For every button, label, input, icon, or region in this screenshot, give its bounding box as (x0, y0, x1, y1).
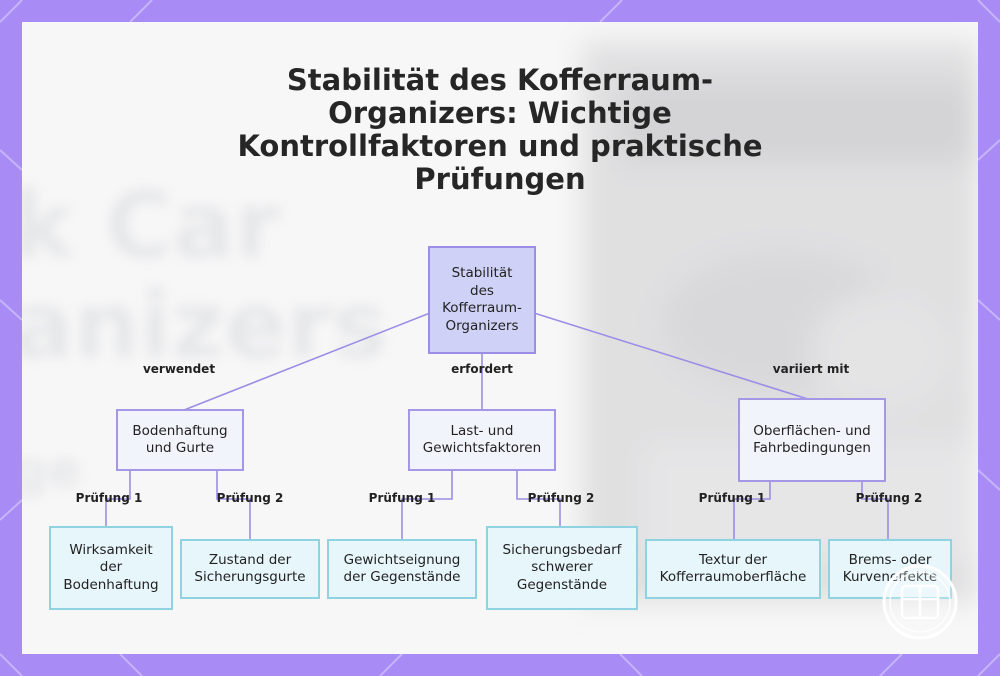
edge-label-erfordert: erfordert (451, 362, 513, 376)
background-text-2: anizers (22, 272, 387, 379)
edge-label-pruefung-2b: Prüfung 2 (527, 491, 595, 505)
diagram-title: Stabilität des Kofferraum-Organizers: Wi… (237, 63, 763, 196)
leaf-gewichtseignung-der-gegenstaende: Gewichtseignung der Gegenstände (327, 539, 477, 599)
diagram-card: k Car anizers ge Stabilität des Kofferra… (22, 22, 978, 654)
node-oberflaechen-und-fahrbedingungen: Oberflächen- und Fahrbedingungen (738, 398, 886, 482)
root-node: Stabilität des Kofferraum-Organizers (428, 246, 536, 354)
connector-lines (105, 312, 889, 540)
node-bodenhaftung-und-gurte: Bodenhaftung und Gurte (116, 409, 244, 471)
node-last-und-gewichtsfaktoren: Last- und Gewichtsfaktoren (408, 409, 556, 471)
leaf-wirksamkeit-der-bodenhaftung: Wirksamkeit der Bodenhaftung (49, 526, 173, 610)
leaf-textur-der-kofferraumoberflaeche: Textur der Kofferraumoberfläche (645, 539, 821, 599)
background-text-3: ge (22, 441, 82, 499)
grid-logo-icon (882, 564, 958, 640)
edge-label-pruefung-1a: Prüfung 1 (75, 491, 143, 505)
edge-label-pruefung-2c: Prüfung 2 (855, 491, 923, 505)
edge-label-verwendet: verwendet (142, 362, 216, 376)
edge-label-pruefung-1c: Prüfung 1 (698, 491, 766, 505)
background-text-1: k Car (22, 172, 281, 279)
leaf-zustand-der-sicherungsgurte: Zustand der Sicherungsgurte (180, 539, 320, 599)
edge-label-variiert-mit: variiert mit (772, 362, 850, 376)
leaf-sicherungsbedarf-schwerer-gegenstaende: Sicherungsbedarf schwerer Gegenstände (486, 526, 638, 610)
edge-label-pruefung-1b: Prüfung 1 (368, 491, 436, 505)
edge-label-pruefung-2a: Prüfung 2 (216, 491, 284, 505)
